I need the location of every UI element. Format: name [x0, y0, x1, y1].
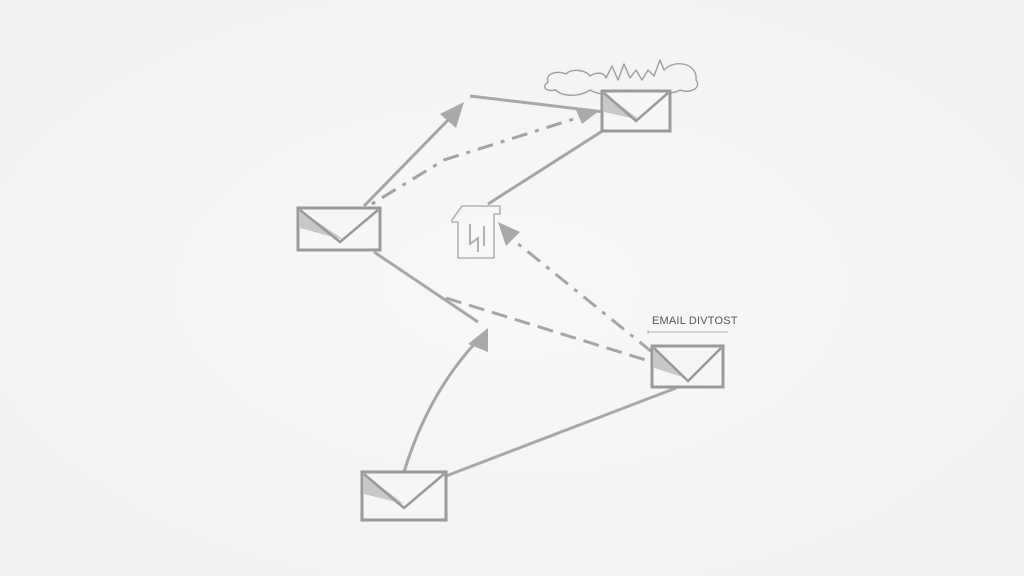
- email-label: EMAIL DIVTOST: [652, 315, 738, 327]
- connections: [361, 94, 677, 478]
- arrowhead-server: [498, 222, 520, 246]
- connector-top-envelope-to-server: [487, 128, 605, 206]
- server-icon: [451, 205, 501, 259]
- dashed-top-to-left: [361, 110, 597, 212]
- connector-bottom-to-right: [445, 386, 677, 478]
- connector-left-to-middle: [373, 250, 479, 324]
- envelope-icon: [296, 206, 382, 252]
- envelope-icon: [600, 89, 672, 133]
- cloud-icon: [544, 59, 699, 96]
- arrowhead-top: [440, 102, 464, 128]
- dashed-right-to-server: [505, 232, 653, 354]
- envelope-icon: [650, 344, 725, 389]
- arrowhead-bottom: [468, 328, 488, 352]
- connector-top-arrow-to-top-envelope: [469, 94, 605, 114]
- connector-left-to-top-arrow: [362, 114, 454, 208]
- arrowhead-dashed-top: [576, 110, 600, 124]
- connector-bottom-curve: [402, 338, 480, 473]
- label-underline: [647, 330, 728, 334]
- dashed-middle-to-right: [445, 296, 653, 364]
- envelope-icon: [360, 470, 448, 522]
